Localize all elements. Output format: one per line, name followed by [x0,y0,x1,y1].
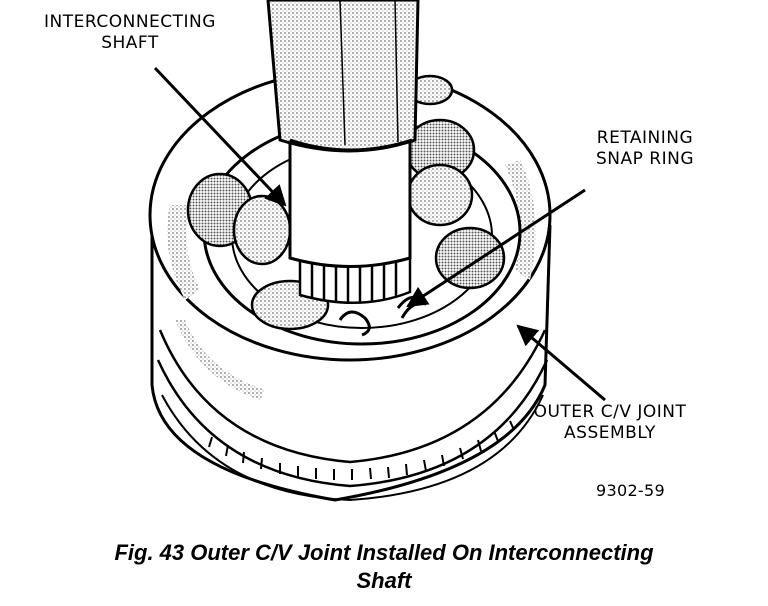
caption-line: Fig. 43 Outer C/V Joint Installed On Int… [114,540,654,565]
label-retaining-snap-ring: RETAINING SNAP RING [560,128,730,170]
leader-retaining-snap-ring [406,188,586,308]
label-line: SHAFT [101,33,159,53]
interconnecting-shaft-shape [266,0,420,268]
figure-caption: Fig. 43 Outer C/V Joint Installed On Int… [0,539,768,595]
label-line: INTERCONNECTING [44,12,216,32]
label-outer-cv-joint-assembly: OUTER C/V JOINT ASSEMBLY [510,402,710,444]
leader-outer-cv-joint [516,324,606,402]
label-line: SNAP RING [595,149,694,169]
leader-interconnecting-shaft [153,66,287,207]
leader-lines [153,66,606,402]
label-interconnecting-shaft: INTERCONNECTING SHAFT [20,12,240,54]
label-line: OUTER C/V JOINT [533,402,687,422]
caption-line: Shaft [356,568,412,593]
bearing-balls [186,74,506,331]
label-line: ASSEMBLY [564,423,656,443]
spline-end [298,253,412,305]
figure-id: 9302-59 [596,481,665,500]
label-line: RETAINING [596,128,694,148]
tone-ring-teeth [208,420,515,480]
